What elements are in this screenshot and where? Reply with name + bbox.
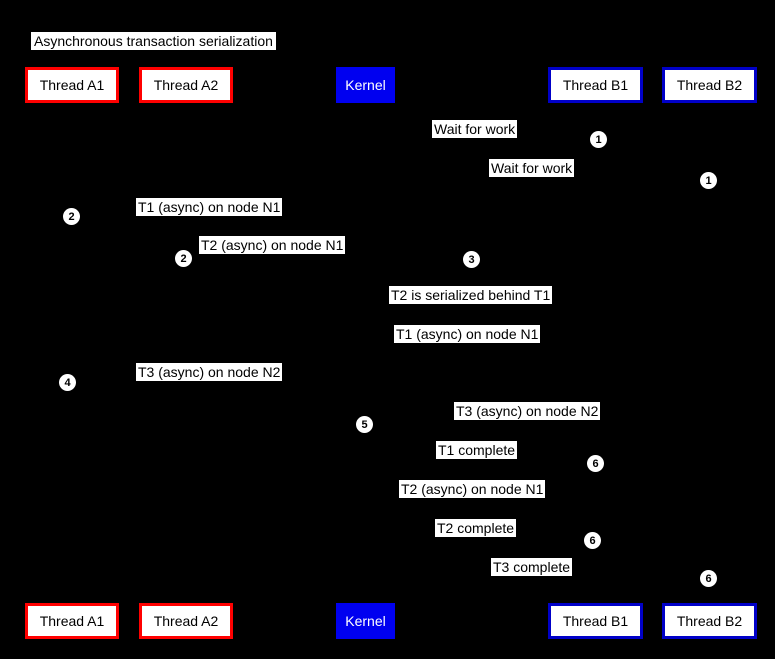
message-label: T2 (async) on node N1 [399,480,546,498]
step-marker-4: 4 [59,374,76,391]
step-marker-1: 1 [590,131,607,148]
participant-thread-a1-bottom: Thread A1 [25,603,119,639]
diagram-title: Asynchronous transaction serialization [31,32,276,50]
participant-kernel-bottom: Kernel [336,603,395,639]
step-marker-2: 2 [63,208,80,225]
step-marker-3: 3 [463,251,480,268]
participant-thread-a2-top: Thread A2 [139,67,233,103]
message-label: T2 is serialized behind T1 [389,286,553,304]
participant-thread-b2-bottom: Thread B2 [662,603,757,639]
participant-kernel-top: Kernel [336,67,395,103]
message-label: T3 complete [491,558,573,576]
participant-thread-a1-top: Thread A1 [25,67,119,103]
message-label: Wait for work [489,159,575,177]
step-marker-6: 6 [584,532,601,549]
participant-thread-b1-bottom: Thread B1 [548,603,643,639]
participant-thread-a2-bottom: Thread A2 [139,603,233,639]
participant-thread-b2-top: Thread B2 [662,67,757,103]
participant-thread-b1-top: Thread B1 [548,67,643,103]
step-marker-6: 6 [587,455,604,472]
message-label: T3 (async) on node N2 [454,402,601,420]
message-label: T3 (async) on node N2 [136,363,283,381]
step-marker-6: 6 [700,570,717,587]
step-marker-2: 2 [175,250,192,267]
message-label: T2 complete [435,519,517,537]
message-label: T2 (async) on node N1 [199,236,346,254]
step-marker-5: 5 [356,416,373,433]
message-label: Wait for work [432,120,518,138]
message-label: T1 (async) on node N1 [394,325,541,343]
step-marker-1: 1 [700,172,717,189]
message-label: T1 complete [436,441,518,459]
message-label: T1 (async) on node N1 [136,198,283,216]
